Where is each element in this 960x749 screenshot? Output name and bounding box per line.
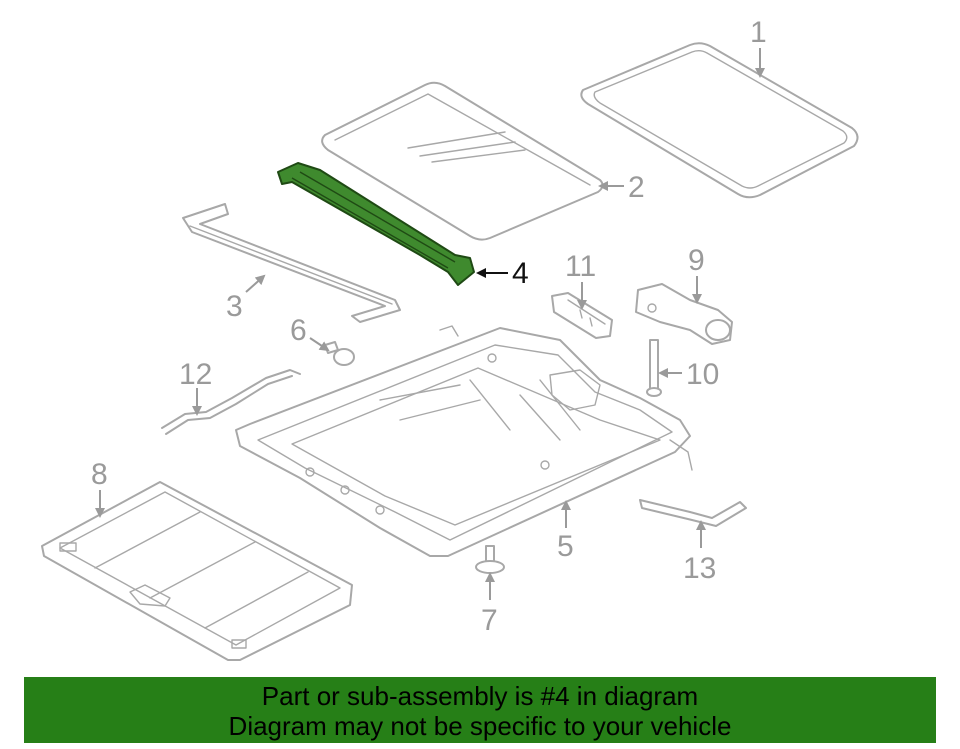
callout-3: 3 [226,290,243,323]
callout-8: 8 [91,458,108,491]
banner-line-2: Diagram may not be specific to your vehi… [228,711,732,741]
part-13-drain-hose [639,499,747,527]
part-12-drain-hose [161,369,301,435]
callout-5: 5 [557,530,574,563]
callout-9: 9 [688,244,705,277]
banner-line-1: Part or sub-assembly is #4 in diagram [261,681,699,711]
callout-4: 4 [512,257,529,290]
callout-11: 11 [565,250,596,283]
callout-13: 13 [683,552,716,585]
part-2-glass-panel [321,81,604,241]
callout-1: 1 [750,16,767,49]
part-7-push-pin [475,545,505,574]
parts-diagram: 1 2 3 4 5 6 7 8 9 10 11 12 13 [41,16,859,661]
part-6-clip [324,341,355,366]
part-1-weatherstrip [580,42,859,199]
part-9-motor [635,283,733,345]
callout-2: 2 [628,171,645,204]
callout-10: 10 [686,358,719,391]
callout-7: 7 [481,604,498,637]
part-11-bracket [551,292,613,339]
leader-6 [309,337,330,352]
part-3-seal-strip [182,203,401,323]
callout-6: 6 [290,314,307,347]
part-8-sunshade [41,481,353,661]
callout-12: 12 [179,358,212,391]
leader-3 [245,274,266,293]
part-5-sunroof-frame [235,325,693,557]
part-4-crossmember-highlighted [277,162,475,286]
info-banner: Part or sub-assembly is #4 in diagram Di… [24,677,936,743]
part-10-bolt [646,339,662,397]
